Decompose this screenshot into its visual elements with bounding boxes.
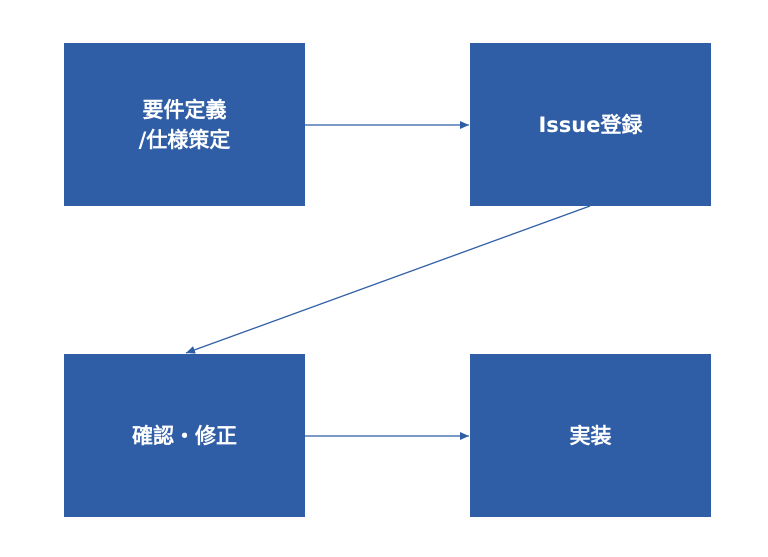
requirements-label-line1: 要件定義 bbox=[142, 97, 227, 122]
issue-registration-box: Issue登録 bbox=[470, 43, 711, 206]
arrow-issue-to-review bbox=[185, 205, 591, 354]
implementation-box: 実装 bbox=[470, 354, 711, 517]
requirements-box: 要件定義 /仕様策定 bbox=[64, 43, 305, 206]
review-fix-box: 確認・修正 bbox=[64, 354, 305, 517]
implementation-label: 実装 bbox=[569, 423, 612, 448]
review-fix-label: 確認・修正 bbox=[132, 423, 237, 448]
issue-registration-label: Issue登録 bbox=[538, 112, 643, 137]
requirements-label-line2: /仕様策定 bbox=[138, 127, 231, 152]
